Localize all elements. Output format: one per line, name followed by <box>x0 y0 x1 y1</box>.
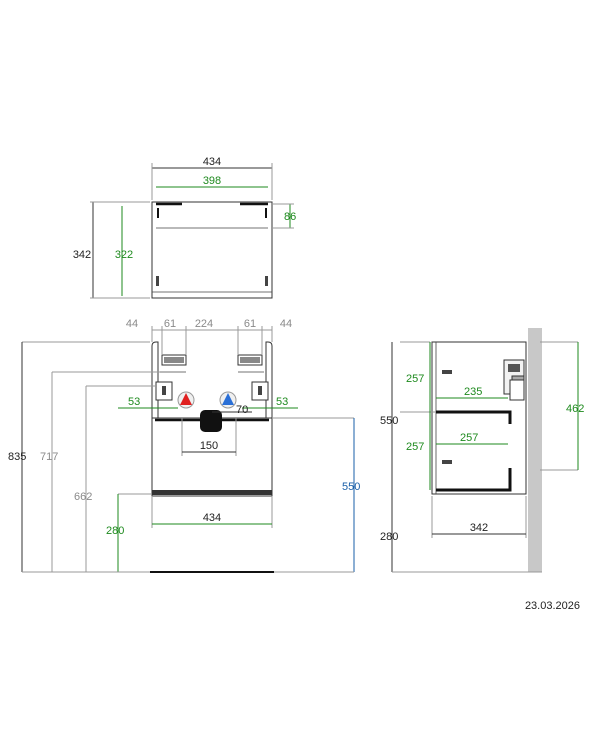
front-spacing-left-outer: 44 <box>126 318 138 330</box>
front-floor-clearance: 280 <box>106 525 124 537</box>
side-cabinet-height: 550 <box>380 415 398 427</box>
top-rail-offset: 86 <box>284 211 296 223</box>
side-view: 257 257 550 235 257 462 342 280 <box>380 328 584 573</box>
front-spacing-center: 224 <box>195 318 213 330</box>
side-cabinet-body <box>431 341 527 495</box>
front-drain-offset: 70 <box>236 404 248 416</box>
front-height-total: 835 <box>8 451 26 463</box>
front-view: 44 61 224 61 44 53 53 70 150 434 835 717… <box>8 318 360 573</box>
side-floor-clearance: 280 <box>380 531 398 543</box>
top-depth-inner: 322 <box>115 249 133 261</box>
drain-icon <box>200 410 222 432</box>
side-mount-height: 462 <box>566 403 584 415</box>
side-wall <box>528 328 542 572</box>
front-connection-right: 53 <box>276 396 288 408</box>
front-spacing-right-outer: 44 <box>280 318 292 330</box>
side-drawer-upper: 257 <box>406 373 424 385</box>
top-view-outline <box>151 201 273 299</box>
side-drawer-depth-lower: 257 <box>460 432 478 444</box>
front-connection-left: 53 <box>128 396 140 408</box>
top-view: 434 398 342 322 86 <box>73 156 296 299</box>
front-drain-width: 150 <box>200 440 218 452</box>
front-height-717: 717 <box>40 451 58 463</box>
front-height-662: 662 <box>74 491 92 503</box>
top-width-inner: 398 <box>203 175 221 187</box>
side-cabinet-depth: 342 <box>470 522 488 534</box>
front-cabinet-height-blue: 550 <box>342 481 360 493</box>
side-drawer-depth-upper: 235 <box>464 386 482 398</box>
front-spacing-right-inner: 61 <box>244 318 256 330</box>
top-width-outer: 434 <box>203 156 221 168</box>
top-depth-outer: 342 <box>73 249 91 261</box>
front-spacing-left-inner: 61 <box>164 318 176 330</box>
side-drawer-lower: 257 <box>406 441 424 453</box>
drawing-date: 23.03.2026 <box>524 600 580 612</box>
front-cabinet-width: 434 <box>203 512 221 524</box>
